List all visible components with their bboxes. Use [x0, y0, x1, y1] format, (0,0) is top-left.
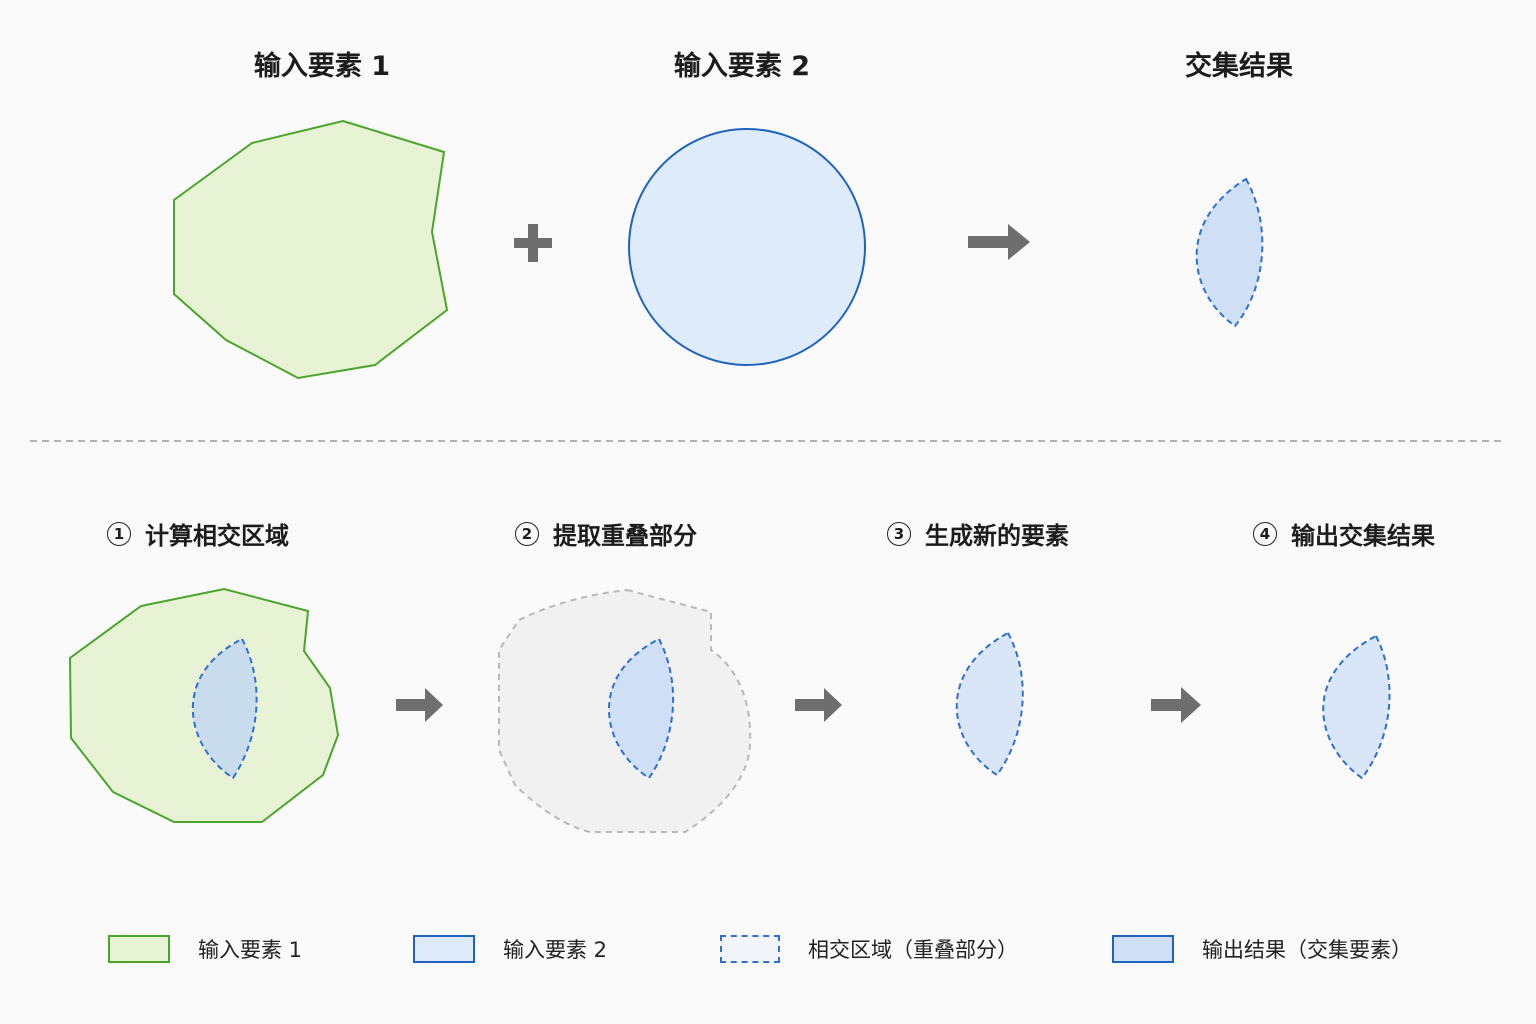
input-feature-1-polygon	[173, 119, 449, 380]
right-arrow-icon	[396, 688, 443, 722]
step-3-label: 3 生成新的要素	[887, 516, 1069, 551]
step-text: 提取重叠部分	[553, 522, 697, 550]
legend-input-1: 输入要素 1	[108, 934, 302, 964]
legend-swatch-dashed	[720, 935, 780, 963]
input-1-title: 输入要素 1	[253, 51, 391, 82]
step-2-label: 2 提取重叠部分	[515, 516, 697, 551]
legend-swatch-blue	[413, 935, 475, 963]
step-number-badge: 4	[1253, 521, 1277, 546]
step4-output-lens	[1322, 634, 1391, 780]
legend-label: 输出结果（交集要素）	[1202, 938, 1412, 962]
step-number-badge: 1	[107, 521, 131, 546]
step1-overlap-lens	[191, 637, 258, 780]
right-arrow-icon	[1151, 687, 1201, 723]
legend-swatch-result	[1112, 935, 1174, 963]
step-number-badge: 2	[515, 521, 539, 546]
right-arrow-icon	[968, 224, 1030, 260]
legend-input-2: 输入要素 2	[413, 934, 607, 964]
legend-label: 输入要素 2	[503, 938, 608, 962]
plus-icon	[514, 224, 552, 262]
step-text: 输出交集结果	[1291, 522, 1435, 550]
result-title: 交集结果	[1185, 51, 1293, 82]
right-arrow-icon	[795, 688, 842, 722]
step-text: 生成新的要素	[925, 522, 1069, 550]
legend-label: 输入要素 1	[198, 938, 303, 962]
legend-label: 相交区域（重叠部分）	[808, 938, 1018, 962]
step3-new-feature-lens	[955, 631, 1024, 777]
step-4-label: 4 输出交集结果	[1253, 516, 1435, 551]
legend-swatch-green	[108, 935, 170, 963]
input-2-title: 输入要素 2	[673, 51, 811, 82]
input-feature-2-circle	[628, 128, 866, 366]
step-number-badge: 3	[887, 521, 911, 546]
legend-output: 输出结果（交集要素）	[1112, 934, 1412, 964]
step2-extracted-lens	[608, 637, 675, 780]
legend-overlap: 相交区域（重叠部分）	[720, 934, 1018, 964]
step-text: 计算相交区域	[145, 522, 289, 550]
intersection-result-lens	[1195, 177, 1264, 328]
step-1-label: 1 计算相交区域	[107, 516, 289, 551]
